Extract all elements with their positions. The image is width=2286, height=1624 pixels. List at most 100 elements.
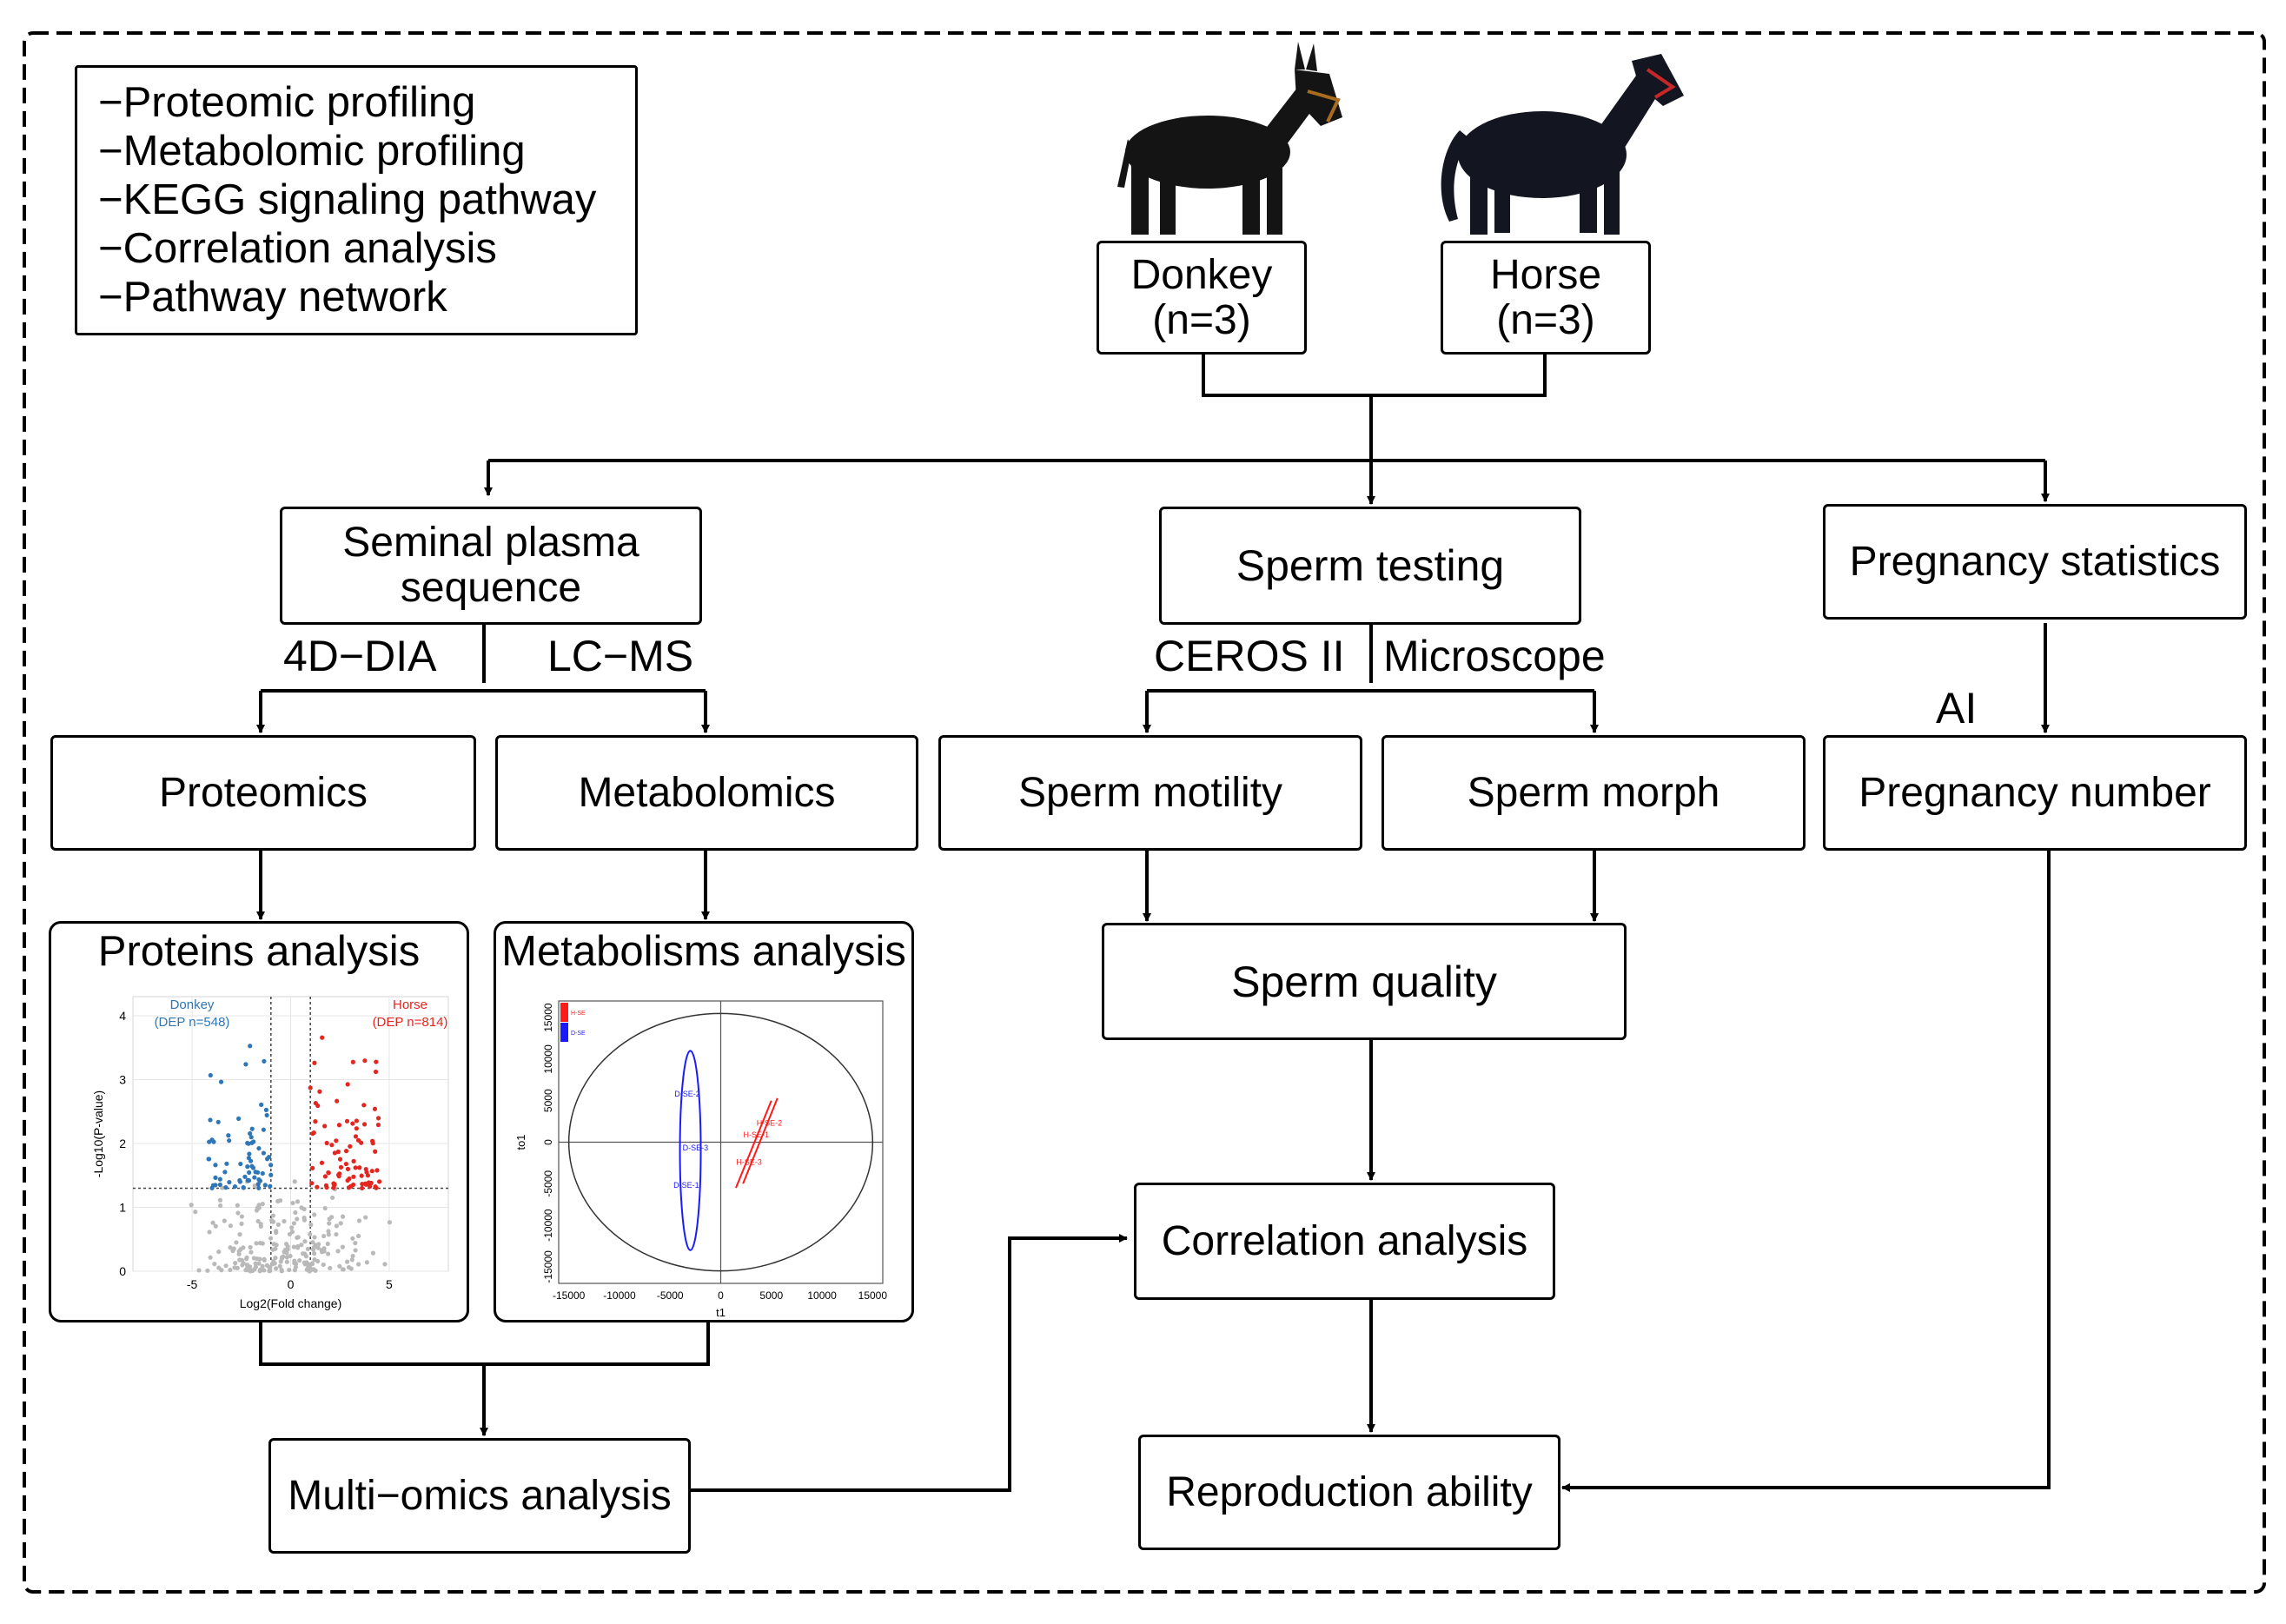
volcano-point-nonsig (274, 1230, 279, 1236)
donkey-label: Donkey (1130, 251, 1273, 298)
volcano-point-horse (363, 1166, 368, 1172)
volcano-point-horse (361, 1122, 368, 1127)
donkey-node: Donkey (n=3) (1097, 241, 1307, 355)
pca-ytick-label: 15000 (542, 1003, 554, 1032)
volcano-point-nonsig (196, 1268, 202, 1273)
volcano-point-horse (377, 1179, 382, 1184)
pca-ytick-label: 5000 (542, 1089, 554, 1112)
volcano-point-nonsig (321, 1262, 326, 1268)
volcano-point-nonsig (235, 1210, 241, 1216)
method-label-4d-dia: 4D−DIA (283, 632, 437, 680)
volcano-point-nonsig (327, 1221, 332, 1226)
volcano-point-donkey (246, 1141, 251, 1146)
volcano-point-nonsig (293, 1210, 298, 1216)
volcano-point-nonsig (278, 1259, 283, 1264)
volcano-point-nonsig (382, 1262, 388, 1267)
volcano-point-donkey (207, 1139, 212, 1144)
volcano-point-nonsig (268, 1268, 273, 1274)
pca-xtick-label: -5000 (657, 1289, 684, 1302)
volcano-point-horse (332, 1150, 337, 1156)
volcano-point-nonsig (234, 1240, 239, 1245)
pca-ytick-label: -10000 (542, 1209, 554, 1242)
pca-confidence-ellipse (567, 1012, 874, 1272)
volcano-point-donkey (256, 1185, 262, 1190)
volcano-point-nonsig (295, 1235, 300, 1240)
volcano-point-nonsig (337, 1263, 342, 1269)
volcano-point-nonsig (325, 1241, 330, 1247)
legend-item: −Proteomic profiling (98, 79, 476, 126)
volcano-point-nonsig (285, 1247, 290, 1252)
metabolomics-node: Metabolomics (495, 735, 918, 851)
volcano-point-nonsig (301, 1216, 307, 1221)
volcano-point-nonsig (239, 1214, 244, 1219)
volcano-point-nonsig (255, 1218, 261, 1224)
seminal-plasma-node: Seminal plasma sequence (280, 507, 702, 625)
volcano-point-nonsig (387, 1220, 393, 1225)
volcano-point-donkey (268, 1183, 273, 1189)
volcano-point-nonsig (284, 1259, 289, 1264)
volcano-point-nonsig (304, 1260, 309, 1265)
pca-legend-swatch-horse (560, 1003, 568, 1022)
volcano-point-donkey (209, 1185, 215, 1190)
volcano-point-horse (348, 1143, 353, 1149)
volcano-point-nonsig (311, 1251, 317, 1256)
volcano-point-donkey (238, 1161, 243, 1167)
pca-group-ellipse-donkey (679, 1050, 702, 1251)
volcano-point-horse (329, 1143, 335, 1148)
volcano-point-donkey (247, 1151, 252, 1157)
volcano-point-nonsig (334, 1223, 340, 1229)
pca-point-label: D-SE-1 (673, 1181, 699, 1190)
volcano-point-nonsig (291, 1221, 297, 1226)
pca-xlabel: t1 (716, 1306, 726, 1319)
volcano-point-nonsig (289, 1225, 295, 1230)
volcano-xlabel: Log2(Fold change) (240, 1296, 342, 1310)
volcano-ytick-label: 4 (119, 1009, 126, 1023)
volcano-point-donkey (256, 1145, 262, 1151)
volcano-point-horse (353, 1134, 359, 1139)
volcano-point-donkey (262, 1058, 267, 1064)
volcano-point-donkey (208, 1117, 213, 1123)
volcano-point-nonsig (251, 1256, 256, 1261)
volcano-point-horse (375, 1116, 381, 1121)
volcano-group-left: Donkey (170, 998, 215, 1012)
volcano-point-donkey (255, 1182, 261, 1187)
volcano-point-donkey (249, 1140, 255, 1145)
pca-xtick-label: -10000 (603, 1289, 636, 1302)
volcano-point-horse (374, 1059, 379, 1064)
volcano-point-nonsig (269, 1218, 275, 1223)
volcano-point-nonsig (275, 1198, 281, 1204)
volcano-point-donkey (264, 1157, 270, 1162)
volcano-point-donkey (224, 1161, 229, 1166)
volcano-point-nonsig (260, 1263, 265, 1269)
volcano-point-nonsig (297, 1257, 302, 1263)
volcano-point-horse (337, 1157, 343, 1162)
volcano-point-horse (313, 1119, 318, 1124)
volcano-point-donkey (264, 1112, 269, 1118)
volcano-point-nonsig (256, 1261, 262, 1266)
volcano-point-nonsig (290, 1200, 295, 1206)
volcano-point-nonsig (341, 1267, 346, 1272)
volcano-point-donkey (248, 1135, 254, 1140)
volcano-point-donkey (259, 1102, 264, 1108)
volcano-point-nonsig (350, 1236, 355, 1241)
volcano-point-donkey (215, 1119, 221, 1124)
volcano-point-nonsig (213, 1223, 218, 1229)
volcano-point-donkey (213, 1183, 218, 1188)
volcano-point-nonsig (328, 1265, 333, 1271)
volcano-point-donkey (256, 1177, 262, 1183)
volcano-point-nonsig (232, 1265, 237, 1270)
volcano-point-nonsig (228, 1245, 233, 1250)
volcano-point-nonsig (338, 1221, 343, 1226)
volcano-point-horse (372, 1106, 378, 1111)
volcano-point-horse (320, 1035, 325, 1040)
volcano-point-donkey (248, 1130, 253, 1137)
volcano-point-donkey (217, 1182, 222, 1188)
horse-bridle-icon (1646, 68, 1676, 99)
horse-image (1441, 54, 1684, 235)
volcano-point-nonsig (282, 1218, 287, 1224)
volcano-point-nonsig (248, 1244, 253, 1250)
